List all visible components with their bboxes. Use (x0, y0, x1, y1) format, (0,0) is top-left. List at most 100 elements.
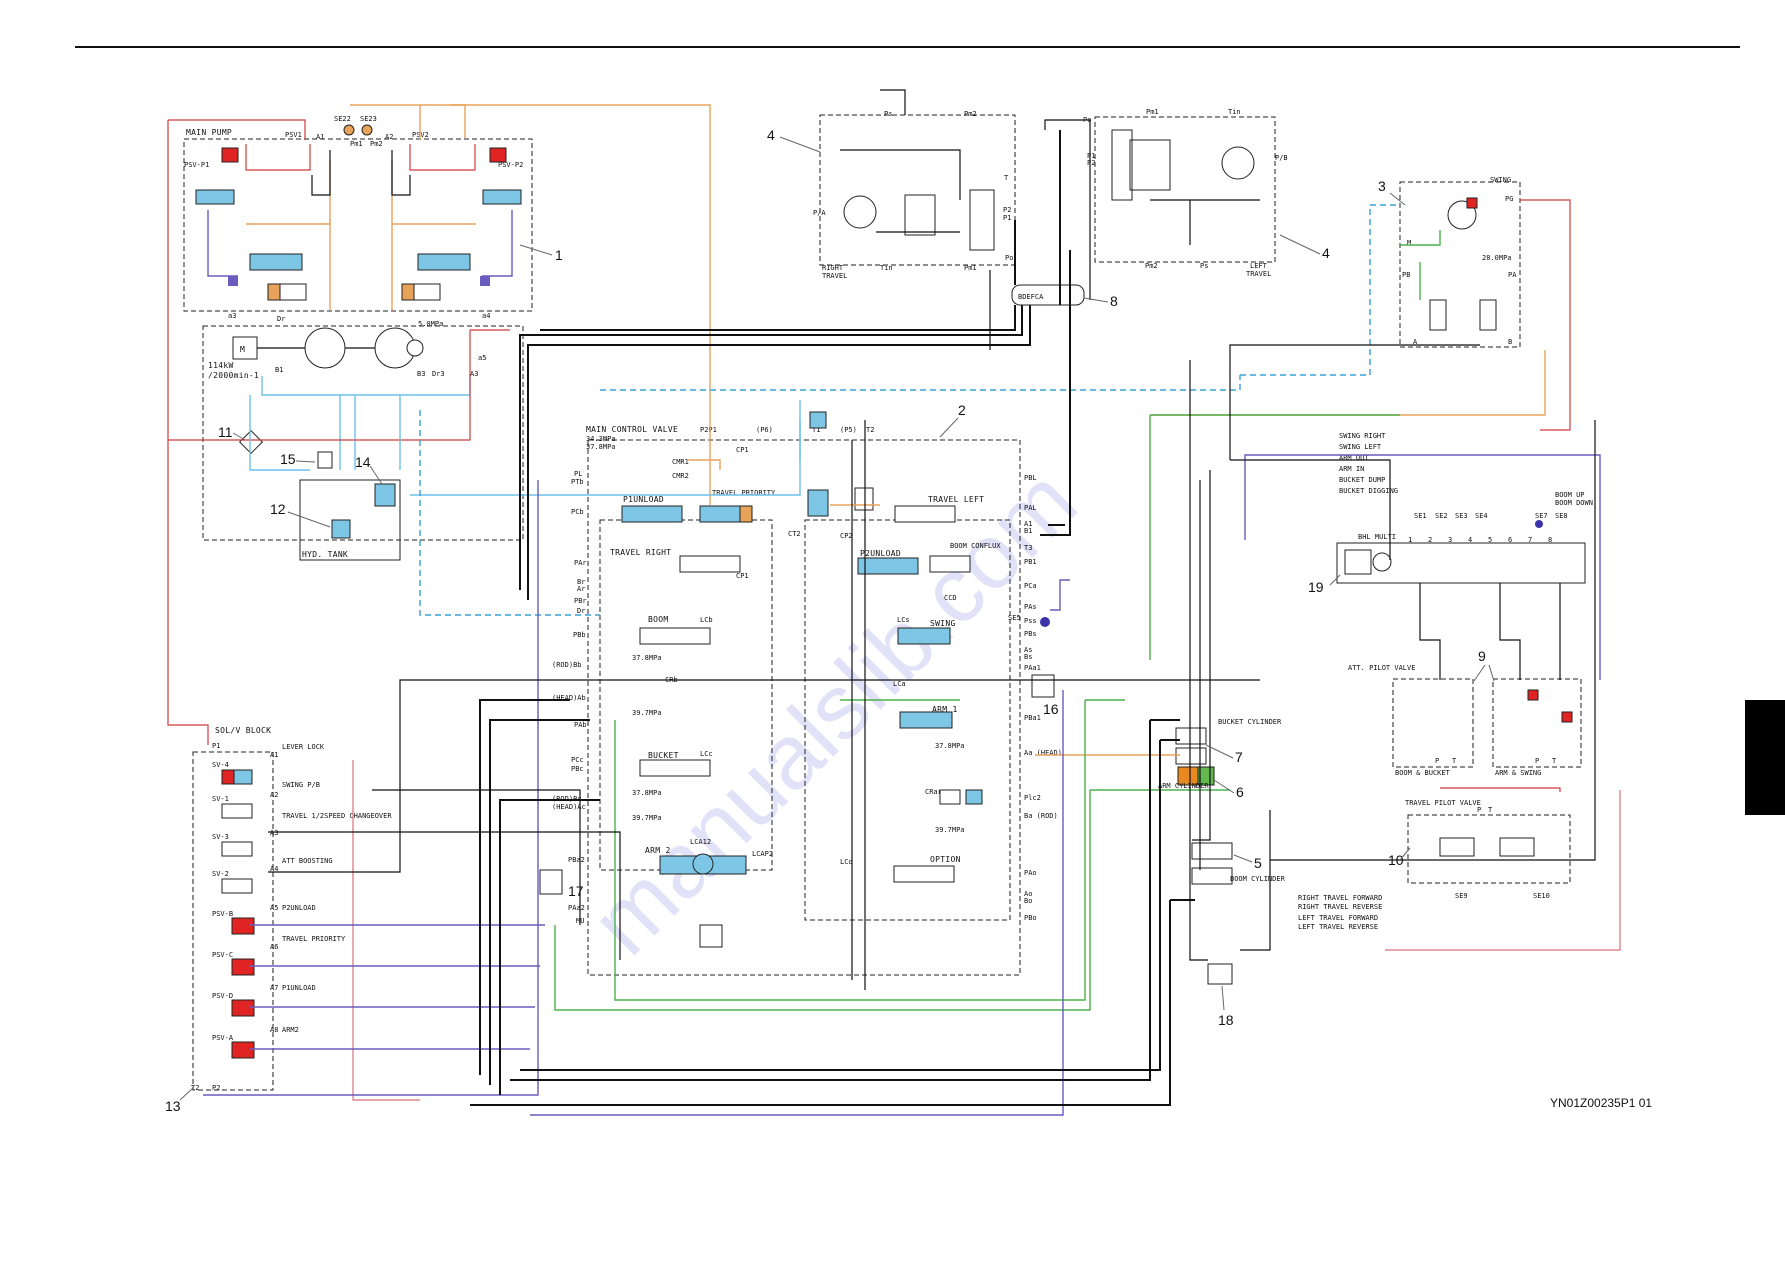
svg-text:SE8: SE8 (1555, 512, 1568, 520)
mcv-swing: SWING (930, 619, 956, 628)
svg-text:2: 2 (1428, 536, 1432, 544)
shuttle-17 (539, 869, 563, 895)
svg-text:Ba (ROD): Ba (ROD) (1024, 812, 1058, 820)
swivel-joint: BDEFCA (1011, 284, 1085, 306)
svg-text:LEFT TRAVEL FORWARD: LEFT TRAVEL FORWARD (1298, 914, 1378, 922)
svg-text:SWING LEFT: SWING LEFT (1339, 443, 1382, 451)
mcv-r378b: 37.8MPa (632, 789, 662, 797)
tmr-label2: TRAVEL (822, 272, 847, 280)
svg-text:PBa1: PBa1 (1024, 714, 1041, 722)
power-label: 114kW (208, 361, 234, 370)
svg-text:ARM IN: ARM IN (1339, 465, 1364, 473)
travel-motor-right: Ps Pm2 RIGHT TRAVEL Tin Pm1 P2 P1 Po T P… (813, 110, 1016, 280)
svg-text:6: 6 (1508, 536, 1512, 544)
svg-text:Bs: Bs (1024, 653, 1032, 661)
callout-12: 12 (270, 501, 286, 517)
spool-travel-right (679, 555, 741, 573)
mcv-p2unload: P2UNLOAD (860, 549, 901, 558)
svg-text:Bo: Bo (1024, 897, 1032, 905)
svg-text:PAb: PAb (574, 721, 587, 729)
svg-text:PBs: PBs (1024, 630, 1037, 638)
svg-text:SV-2: SV-2 (212, 870, 229, 878)
spool-travel-left (894, 505, 956, 523)
swivel-ports: BDEFCA (1018, 293, 1044, 301)
svg-text:As: As (1024, 646, 1032, 654)
svg-text:A1: A1 (1024, 520, 1032, 528)
svg-text:P: P (1477, 806, 1481, 814)
se22-label: SE22 (334, 115, 351, 123)
tml-label1: LEFT (1250, 262, 1268, 270)
mcv-bucket: BUCKET (648, 751, 679, 760)
svg-text:Aa (HEAD): Aa (HEAD) (1024, 749, 1062, 757)
svg-text:LEFT TRAVEL REVERSE: LEFT TRAVEL REVERSE (1298, 923, 1378, 931)
swing-b: B (1508, 338, 1512, 346)
mcv-t2: T2 (866, 426, 874, 434)
callout-9: 9 (1478, 648, 1486, 664)
travel-pilot-title: TRAVEL PILOT VALVE (1405, 799, 1481, 807)
pressure-5-label: 5.0MPa (418, 320, 443, 328)
swing-title: SWING (1490, 176, 1511, 184)
mcv-travel-left: TRAVEL LEFT (928, 495, 984, 504)
mcv-travel-right: TRAVEL RIGHT (610, 548, 671, 557)
sol-p1: P1 (212, 742, 220, 750)
a5-label: a5 (478, 354, 486, 362)
svg-text:PSV-D: PSV-D (212, 992, 233, 1000)
mcv-title: MAIN CONTROL VALVE (586, 425, 678, 434)
motor-label: M (240, 345, 245, 354)
svg-text:Ao: Ao (1024, 890, 1032, 898)
a4-label: a4 (482, 312, 490, 320)
callout-6: 6 (1236, 784, 1244, 800)
att-left: BOOM & BUCKET (1395, 769, 1451, 777)
svg-text:PAa1: PAa1 (1024, 664, 1041, 672)
psv1-label: PSV1 (285, 131, 302, 139)
svg-text:PL: PL (574, 470, 582, 478)
filter-18 (1207, 963, 1233, 985)
mcv-r378: 37.8MPa (632, 654, 662, 662)
a3b-label: A3 (470, 370, 478, 378)
mcv-boom: BOOM (648, 615, 668, 624)
mcv-cmr2: CMR2 (672, 472, 689, 480)
tmr-t: T (1004, 174, 1009, 182)
svg-text:ATT BOOSTING: ATT BOOSTING (282, 857, 333, 865)
dr-label: Dr (277, 315, 285, 323)
svg-text:3: 3 (1448, 536, 1452, 544)
att-right: ARM & SWING (1495, 769, 1541, 777)
svg-text:SE7: SE7 (1535, 512, 1548, 520)
svg-text:PAr: PAr (574, 559, 587, 567)
callout-1: 1 (555, 247, 563, 263)
mcv-relief: 34.3MPa (586, 435, 616, 443)
svg-text:P: P (1435, 757, 1439, 765)
mcv-ccd: CCD (944, 594, 957, 602)
svg-text:PCc: PCc (571, 756, 584, 764)
svg-text:ARM OUT: ARM OUT (1339, 454, 1369, 462)
mcv-r397: 39.7MPa (632, 709, 662, 717)
svg-text:5: 5 (1488, 536, 1492, 544)
mcv-cmr1: CMR1 (672, 458, 689, 466)
psv-p1-solenoid (221, 147, 239, 163)
svg-text:PAL: PAL (1024, 504, 1037, 512)
b1-label: B1 (275, 366, 283, 374)
mcv-option: OPTION (930, 855, 961, 864)
callout-17: 17 (568, 883, 584, 899)
svg-text:PSV-B: PSV-B (212, 910, 233, 918)
svg-text:T: T (1452, 757, 1457, 765)
boom-cyl-label: BOOM CYLINDER (1230, 875, 1286, 883)
svg-text:Pss: Pss (1024, 617, 1037, 625)
sol-title: SOL/V BLOCK (215, 726, 271, 735)
svg-text:PBL: PBL (1024, 474, 1037, 482)
mcv-r378c: 37.8MPa (935, 742, 965, 750)
tmr-po: Po (1005, 254, 1013, 262)
mcv-lcs: LCs (897, 616, 910, 624)
pm2-label: Pm2 (370, 140, 383, 148)
tank-label: HYD. TANK (302, 550, 348, 559)
mcv-p1unload: P1UNLOAD (623, 495, 664, 504)
spool-boom (639, 627, 711, 645)
svg-text:TRAVEL PRIORITY: TRAVEL PRIORITY (282, 935, 346, 943)
tml-pb: P/B (1275, 154, 1288, 162)
spool-p1unload (621, 505, 683, 523)
swing-motor: SWING PG 28.0MPa M PB PA A B (1399, 176, 1521, 348)
svg-text:Ar: Ar (577, 585, 585, 593)
att-pilot-valves: ATT. PILOT VALVE BOOM & BUCKET ARM & SWI… (1348, 664, 1582, 777)
document-code: YN01Z00235P1 01 (1550, 1096, 1652, 1110)
